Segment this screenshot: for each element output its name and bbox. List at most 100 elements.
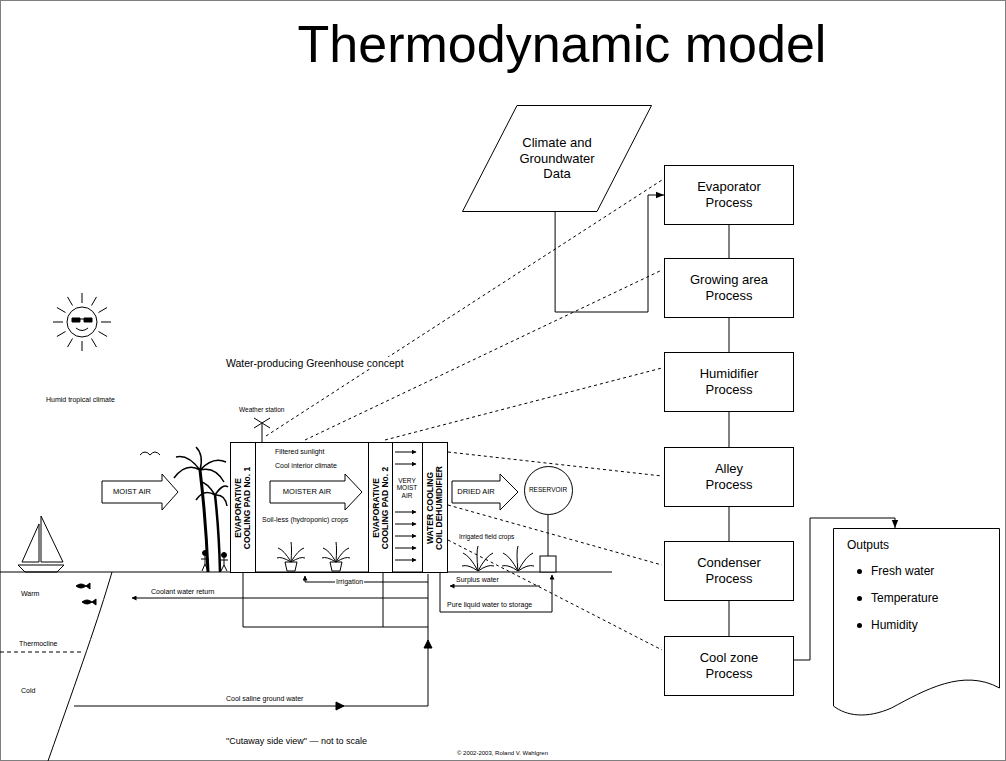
field-crop	[502, 546, 534, 571]
fish-symbol	[76, 583, 90, 589]
zone-note: Cool interior climate	[275, 462, 337, 469]
output-item: Fresh water	[871, 564, 934, 578]
process-box: Growing area Process	[664, 258, 794, 318]
water-pipe	[132, 598, 428, 599]
stand-post	[548, 512, 549, 556]
pad-label: EVAPORATIVE COOLING PAD No. 1	[234, 466, 252, 549]
output-item: Temperature	[871, 591, 938, 605]
block-arrow	[270, 474, 362, 510]
sun-disc	[67, 307, 97, 337]
sea-layer-label: Cold	[20, 687, 36, 695]
label-holder: Irrigated field crops	[458, 533, 515, 540]
water-pipes	[74, 573, 552, 710]
process-box: Alley Process	[664, 447, 794, 507]
water-pipe	[450, 586, 540, 587]
person-body	[201, 556, 209, 571]
process-box: Cool zone Process	[664, 636, 794, 696]
airflow-label: MOIST AIR	[112, 488, 152, 497]
output-item: Outputs	[847, 538, 889, 552]
pad-label: WATER COOLING COIL DEHUMIDIFIER	[426, 466, 444, 550]
thermocline-line	[0, 652, 84, 653]
crops	[277, 542, 534, 571]
label-holder: MOISTER AIR	[282, 488, 332, 497]
flow-connector	[555, 195, 664, 312]
text-holder: EVAPORATIVE COOLING PAD No. 2	[372, 466, 390, 549]
pipe-label: Cool saline ground water	[225, 695, 304, 703]
pipe-label: Pure liquid water to storage	[446, 601, 533, 609]
cooling-pad: EVAPORATIVE COOLING PAD No. 2	[368, 442, 393, 573]
boat-hull	[18, 565, 64, 572]
process-box: Condenser Process	[664, 541, 794, 601]
boat-sail	[41, 516, 63, 562]
process-label: Humidifier Process	[687, 366, 771, 397]
sun-smile	[76, 328, 88, 331]
text-holder: Soil-less (hydroponic) crops	[262, 516, 348, 523]
small-arrow	[395, 464, 416, 465]
text-holder: Outputs	[847, 538, 889, 552]
small-arrow	[395, 452, 416, 453]
leader-lines	[266, 180, 662, 650]
leader-line	[385, 368, 662, 440]
output-document: OutputsFresh waterTemperatureHumidity	[833, 528, 1000, 720]
block-arrow	[102, 474, 178, 510]
label-holder: Irrigation	[335, 578, 364, 586]
output-item: Humidity	[871, 618, 918, 632]
leader-line	[448, 505, 662, 565]
text-holder: Humidity	[871, 618, 918, 632]
station-label: Weather station	[238, 406, 285, 413]
label-holder: Weather station	[238, 406, 285, 413]
plant-pot	[285, 562, 297, 571]
concept-title: Water-producing Greenhouse concept	[225, 357, 405, 369]
airflow-label: VERY MOIST AIR	[393, 477, 421, 499]
process-label: Condenser Process	[687, 555, 771, 586]
flow-connector	[729, 507, 730, 541]
airflow-label: DRIED AIR	[456, 488, 496, 497]
document-shape	[834, 529, 1000, 715]
label-holder: © 2002-2003, Roland V. Wahlgren	[456, 750, 549, 757]
zone-note: Soil-less (hydroponic) crops	[262, 516, 348, 523]
boat-jib	[22, 524, 39, 562]
air-arrows	[102, 474, 518, 510]
process-label: Evaporator Process	[687, 179, 771, 210]
coastline	[48, 572, 112, 761]
reservoir-stand	[540, 512, 556, 572]
sunglasses	[72, 318, 92, 322]
pipe-label: Irrigation	[335, 578, 364, 586]
small-arrow	[395, 560, 416, 561]
view-note: "Cutaway side view" — not to scale	[225, 736, 368, 746]
palm-fronds	[174, 447, 226, 482]
data-label: Climate and Groundwater Data	[511, 135, 603, 182]
dehumidifier-coil: WATER COOLING COIL DEHUMIDIFIER	[422, 442, 448, 573]
water-pipe	[74, 574, 428, 706]
climate-note: Humid tropical climate	[45, 396, 116, 404]
fish-symbol	[82, 599, 96, 605]
plant-leaves	[322, 542, 350, 562]
leader-line	[448, 540, 662, 650]
leader-line	[266, 180, 662, 436]
plant-leaves	[277, 542, 305, 562]
weather-vane	[254, 418, 270, 442]
flow-arrow-head	[336, 702, 344, 710]
title-holder: Thermodynamic model	[298, 14, 827, 74]
pipe-label: Coolant water return	[150, 588, 215, 596]
small-arrow	[395, 524, 416, 525]
label-holder: Pure liquid water to storage	[446, 601, 533, 609]
label-holder: "Cutaway side view" — not to scale	[225, 736, 368, 746]
greenhouse-building: Filtered sunlightCool interior climateSo…	[230, 442, 446, 573]
process-box: Humidifier Process	[664, 352, 794, 412]
leader-line	[305, 270, 662, 440]
flow-connector	[729, 412, 730, 447]
data-parallelogram: Climate and Groundwater Data	[462, 105, 652, 212]
bullet-dot	[857, 596, 862, 601]
flow-connector	[729, 318, 730, 352]
reservoir-label: RESERVOIR	[529, 486, 567, 494]
bird-symbol	[140, 452, 160, 455]
cooling-pad: EVAPORATIVE COOLING PAD No. 1	[230, 442, 256, 573]
label-holder: Cold	[20, 687, 36, 695]
label-holder: Cool saline ground water	[225, 695, 304, 703]
person-head	[203, 551, 208, 556]
field-crop	[462, 546, 494, 571]
small-arrow	[395, 512, 416, 513]
